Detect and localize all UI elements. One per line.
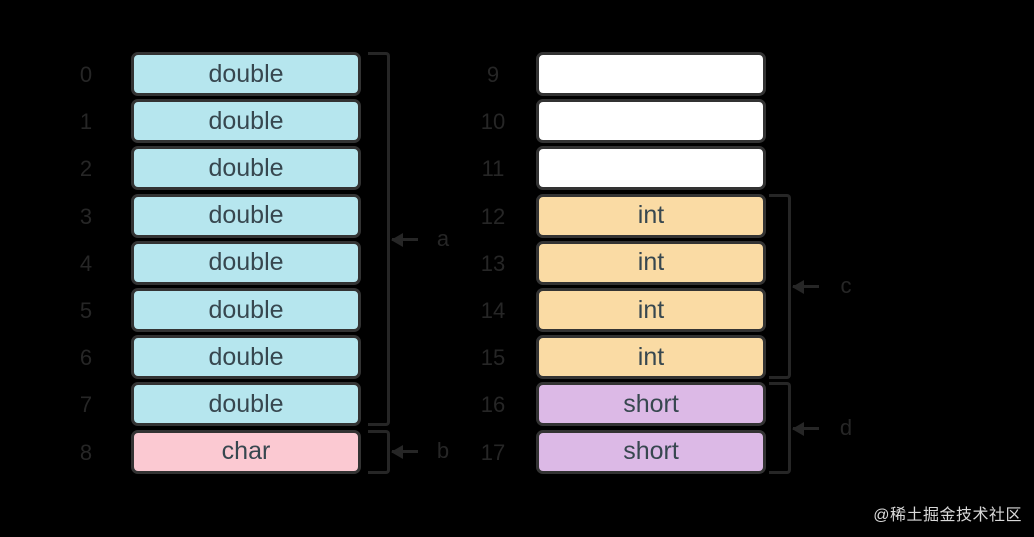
brace-c-arrow-line	[793, 285, 819, 288]
memory-cell-byte-15-int: int	[536, 335, 766, 380]
byte-offset-13: 13	[480, 250, 506, 276]
byte-offset-9: 9	[486, 62, 500, 87]
byte-offset-10: 10	[480, 109, 506, 135]
memory-cell-byte-14-int: int	[536, 288, 766, 332]
memory-cell-byte-3-double: double	[131, 193, 361, 238]
memory-cell-byte-17-short: short	[536, 429, 766, 474]
memory-cell-byte-16-short: short	[536, 382, 766, 427]
memory-cell-byte-13-int: int	[536, 240, 766, 285]
brace-d-bracket	[769, 382, 791, 474]
byte-offset-1: 1	[79, 109, 93, 135]
memory-cell-byte-5-double: double	[131, 288, 361, 332]
memory-cell-byte-2-double: double	[131, 146, 361, 191]
memory-cell-byte-0-double: double	[131, 52, 361, 96]
memory-cell-byte-12-int: int	[536, 193, 766, 238]
memory-cell-byte-6-double: double	[131, 335, 361, 380]
brace-b-label: b	[436, 438, 450, 463]
brace-d-label: d	[839, 415, 853, 440]
memory-cell-byte-8-char: char	[131, 429, 361, 474]
brace-a-bracket	[368, 52, 390, 426]
byte-offset-12: 12	[480, 203, 506, 229]
brace-c-bracket	[769, 194, 791, 379]
byte-offset-8: 8	[79, 439, 93, 465]
byte-offset-3: 3	[79, 203, 93, 229]
byte-offset-5: 5	[79, 298, 93, 323]
byte-offset-2: 2	[79, 156, 93, 182]
brace-d-arrow-line	[793, 427, 819, 430]
byte-offset-4: 4	[79, 250, 93, 276]
byte-offset-15: 15	[480, 345, 506, 371]
memory-cell-byte-7-double: double	[131, 382, 361, 427]
memory-cell-byte-10-padding	[536, 99, 766, 144]
brace-b-bracket	[368, 430, 390, 474]
brace-b-arrow-line	[392, 450, 418, 453]
byte-offset-6: 6	[79, 345, 93, 371]
watermark: @稀土掘金技术社区	[873, 507, 1022, 524]
byte-offset-7: 7	[79, 392, 93, 418]
brace-a-label: a	[436, 226, 450, 251]
memory-cell-byte-1-double: double	[131, 99, 361, 144]
byte-offset-16: 16	[480, 392, 506, 418]
memory-cell-byte-11-padding	[536, 146, 766, 191]
byte-offset-17: 17	[480, 439, 506, 465]
brace-c-label: c	[840, 273, 852, 298]
memory-cell-byte-4-double: double	[131, 240, 361, 285]
byte-offset-11: 11	[481, 156, 505, 182]
byte-offset-0: 0	[79, 62, 93, 87]
memory-cell-byte-9-padding	[536, 52, 766, 96]
brace-a-arrow-line	[392, 238, 418, 241]
byte-offset-14: 14	[480, 298, 506, 323]
